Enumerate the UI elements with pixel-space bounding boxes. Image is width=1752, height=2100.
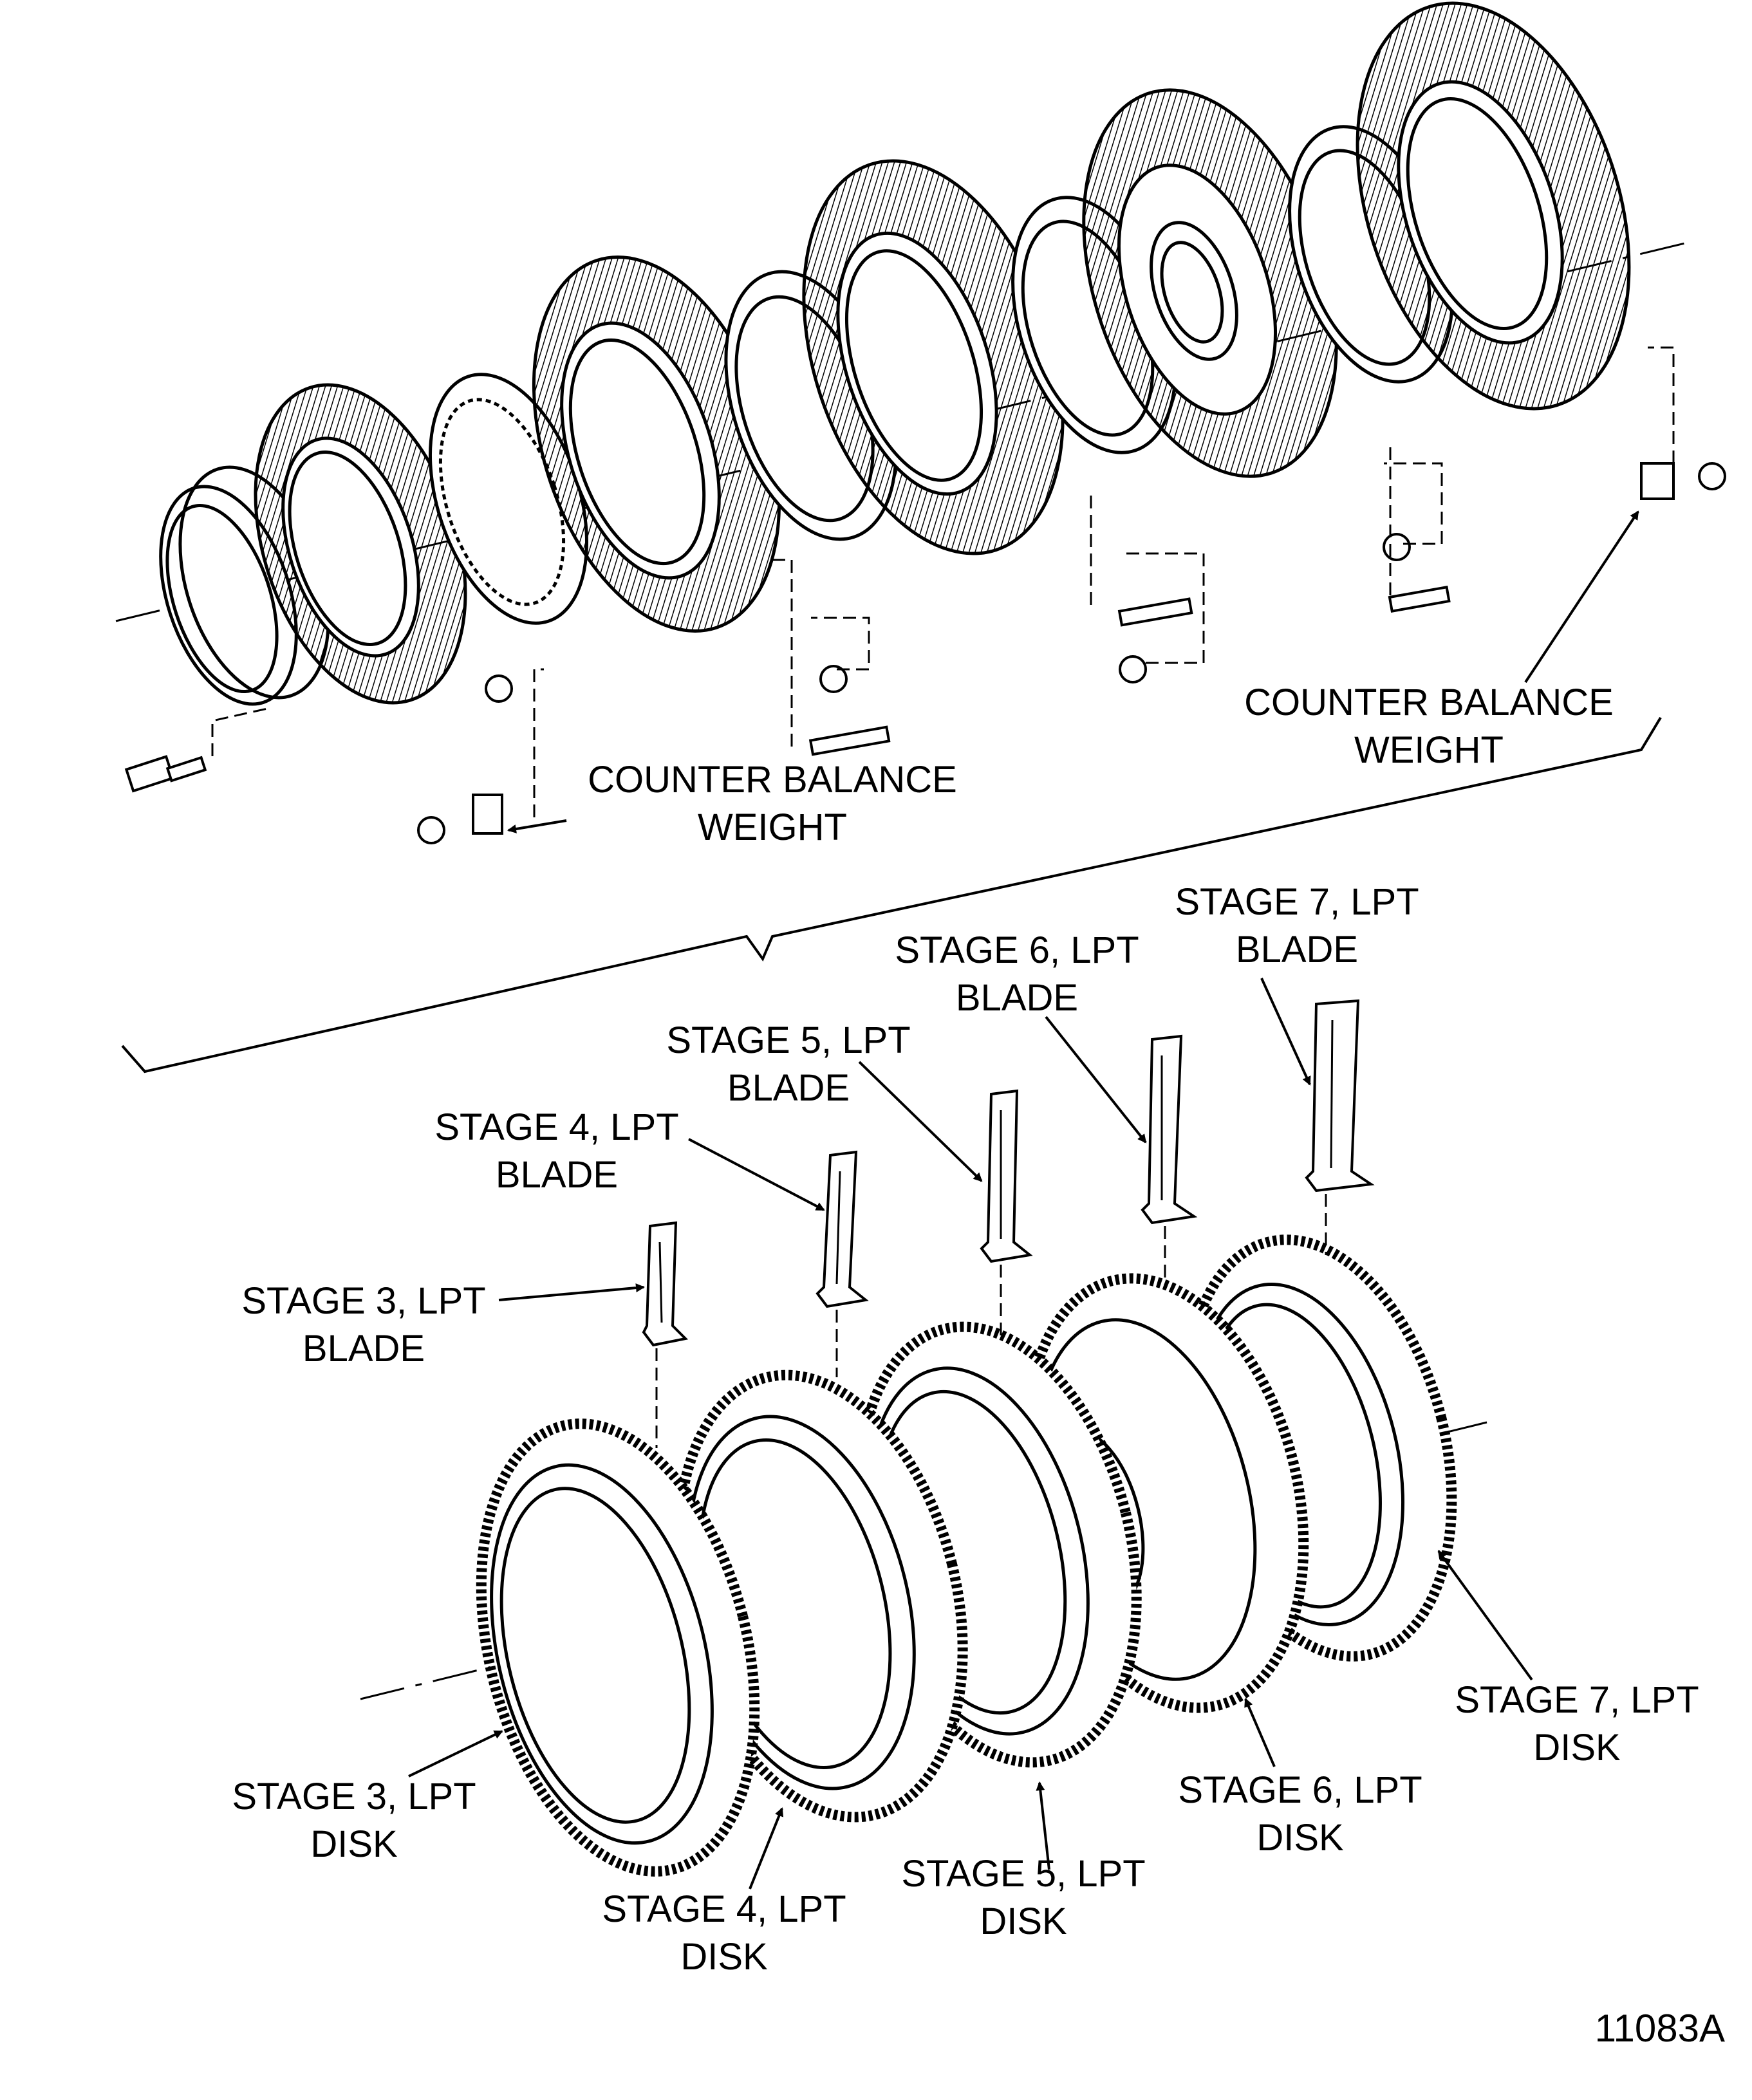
counter-balance-weight-icon — [472, 794, 503, 835]
label-line: STAGE 6, LPT — [895, 929, 1139, 971]
label-line: DISK — [980, 1900, 1067, 1942]
label-line: BLADE — [302, 1328, 425, 1370]
leader-arrow-right-weight — [1524, 510, 1639, 683]
label-line: STAGE 7, LPT — [1175, 881, 1419, 923]
nut-icon — [1383, 533, 1411, 561]
lower-disk-stage3 — [476, 1418, 760, 1877]
label-line: BLADE — [1235, 929, 1359, 971]
label-line: STAGE 3, LPT — [232, 1776, 476, 1817]
blade-leader-arrows — [498, 978, 1311, 1301]
upper-disk-stage5 — [802, 159, 1065, 555]
label-line: STAGE 7, LPT — [1455, 1679, 1699, 1721]
label-line: STAGE 5, LPT — [666, 1019, 911, 1061]
label-line: STAGE 4, LPT — [434, 1106, 679, 1148]
label-line: STAGE 5, LPT — [901, 1853, 1146, 1895]
blade-stage6 — [1141, 1034, 1198, 1225]
label-stage7-blade: STAGE 7, LPT BLADE — [1155, 878, 1439, 974]
label-stage7-disk: STAGE 7, LPT DISK — [1435, 1677, 1719, 1772]
upper-disk-stage3 — [254, 383, 467, 705]
bolt-icon — [1388, 586, 1451, 613]
label-line: DISK — [1256, 1817, 1344, 1859]
nut-icon — [819, 665, 848, 693]
blade-stage7 — [1305, 999, 1375, 1193]
label-line: DISK — [310, 1823, 398, 1865]
label-stage4-blade: STAGE 4, LPT BLADE — [415, 1104, 698, 1199]
blade-stage4 — [815, 1150, 869, 1308]
blade-stage5 — [980, 1089, 1033, 1263]
blade-stage3 — [642, 1221, 689, 1347]
upper-assembly-lines — [211, 346, 1675, 817]
label-stage3-blade: STAGE 3, LPT BLADE — [222, 1278, 505, 1373]
bolt-icon — [808, 725, 891, 756]
upper-hardware — [124, 462, 1726, 844]
label-line: COUNTER BALANCE — [588, 759, 957, 801]
label-stage5-blade: STAGE 5, LPT BLADE — [647, 1017, 930, 1112]
label-stage6-disk: STAGE 6, LPT DISK — [1159, 1767, 1442, 1862]
leader-arrow-left-weight — [507, 819, 567, 833]
label-stage3-disk: STAGE 3, LPT DISK — [212, 1773, 496, 1868]
disk-leader-arrows — [408, 1550, 1533, 1890]
nut-icon — [1119, 655, 1147, 683]
upper-assembly — [115, 1, 1726, 1073]
label-counter-balance-weight-left: COUNTER BALANCE WEIGHT — [566, 756, 978, 851]
upper-disk-stage4 — [532, 256, 781, 633]
label-line: STAGE 6, LPT — [1178, 1769, 1422, 1811]
bolt-icon — [1117, 597, 1193, 627]
figure-id: 11083A — [1594, 2007, 1725, 2050]
label-line: WEIGHT — [698, 806, 847, 848]
nut-icon — [1698, 462, 1726, 490]
upper-disk-stage6 — [1082, 88, 1338, 478]
label-line: STAGE 3, LPT — [241, 1280, 486, 1322]
label-line: BLADE — [955, 977, 1079, 1019]
label-line: DISK — [680, 1936, 768, 1978]
section-bracket — [121, 716, 1662, 1073]
label-line: BLADE — [495, 1154, 619, 1196]
nut-icon — [485, 674, 513, 703]
blade-assembly-lines — [655, 1194, 1327, 1448]
label-stage4-disk: STAGE 4, LPT DISK — [582, 1886, 866, 1981]
nut-icon — [417, 816, 445, 844]
label-stage5-disk: STAGE 5, LPT DISK — [882, 1850, 1165, 1946]
lower-assembly — [360, 978, 1533, 1890]
counter-balance-weight-icon — [1640, 462, 1675, 500]
label-line: COUNTER BALANCE — [1244, 682, 1614, 723]
upper-disk-stage7 — [1356, 1, 1631, 411]
label-counter-balance-weight-right: COUNTER BALANCE WEIGHT — [1223, 679, 1635, 774]
bolt-icon — [124, 755, 175, 793]
label-line: STAGE 4, LPT — [602, 1888, 846, 1930]
label-stage6-blade: STAGE 6, LPT BLADE — [875, 927, 1159, 1022]
bolt-icon — [165, 756, 207, 783]
label-line: DISK — [1533, 1727, 1621, 1769]
label-line: BLADE — [727, 1067, 850, 1109]
label-line: WEIGHT — [1354, 729, 1504, 771]
